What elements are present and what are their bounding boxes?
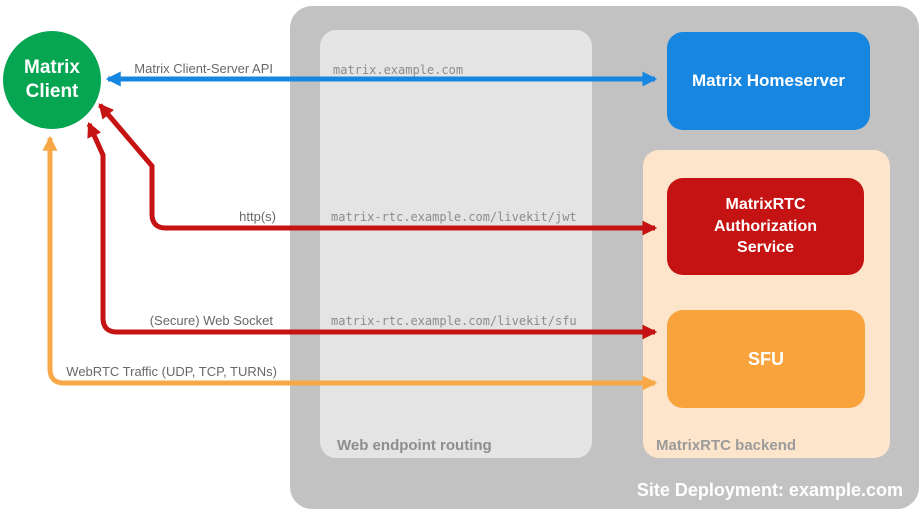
auth-service-label-line1: MatrixRTC [725, 196, 806, 214]
sfu-label: SFU [748, 348, 784, 369]
web-socket-arrow-label: (Secure) Web Socket [149, 313, 273, 328]
matrix-homeserver-label: Matrix Homeserver [691, 71, 846, 90]
https-arrow-label: http(s) [239, 209, 276, 224]
matrix-client-node: Matrix Client [3, 31, 101, 129]
auth-service-label-line3: Service [737, 239, 794, 257]
sfu-node: SFU [667, 310, 865, 408]
site-deployment-caption: Site Deployment: example.com [636, 480, 903, 500]
matrixrtc-backend-caption: MatrixRTC backend [656, 437, 797, 454]
endpoint-matrix-homeserver: matrix.example.com [333, 63, 464, 77]
matrixrtc-auth-service-node: MatrixRTC Authorization Service [667, 178, 864, 275]
web-endpoint-routing-caption: Web endpoint routing [337, 437, 492, 454]
matrix-homeserver-node: Matrix Homeserver [667, 32, 870, 130]
endpoint-livekit-jwt: matrix-rtc.example.com/livekit/jwt [331, 210, 577, 224]
web-endpoint-routing-box [320, 30, 592, 458]
matrix-client-label-line2: Client [25, 81, 79, 102]
endpoint-livekit-sfu: matrix-rtc.example.com/livekit/sfu [331, 314, 577, 328]
webrtc-traffic-arrow-label: WebRTC Traffic (UDP, TCP, TURNs) [66, 364, 277, 379]
auth-service-label-line2: Authorization [713, 217, 818, 235]
client-server-api-arrow-label: Matrix Client-Server API [134, 61, 273, 76]
matrix-client-label-line1: Matrix [24, 57, 80, 79]
